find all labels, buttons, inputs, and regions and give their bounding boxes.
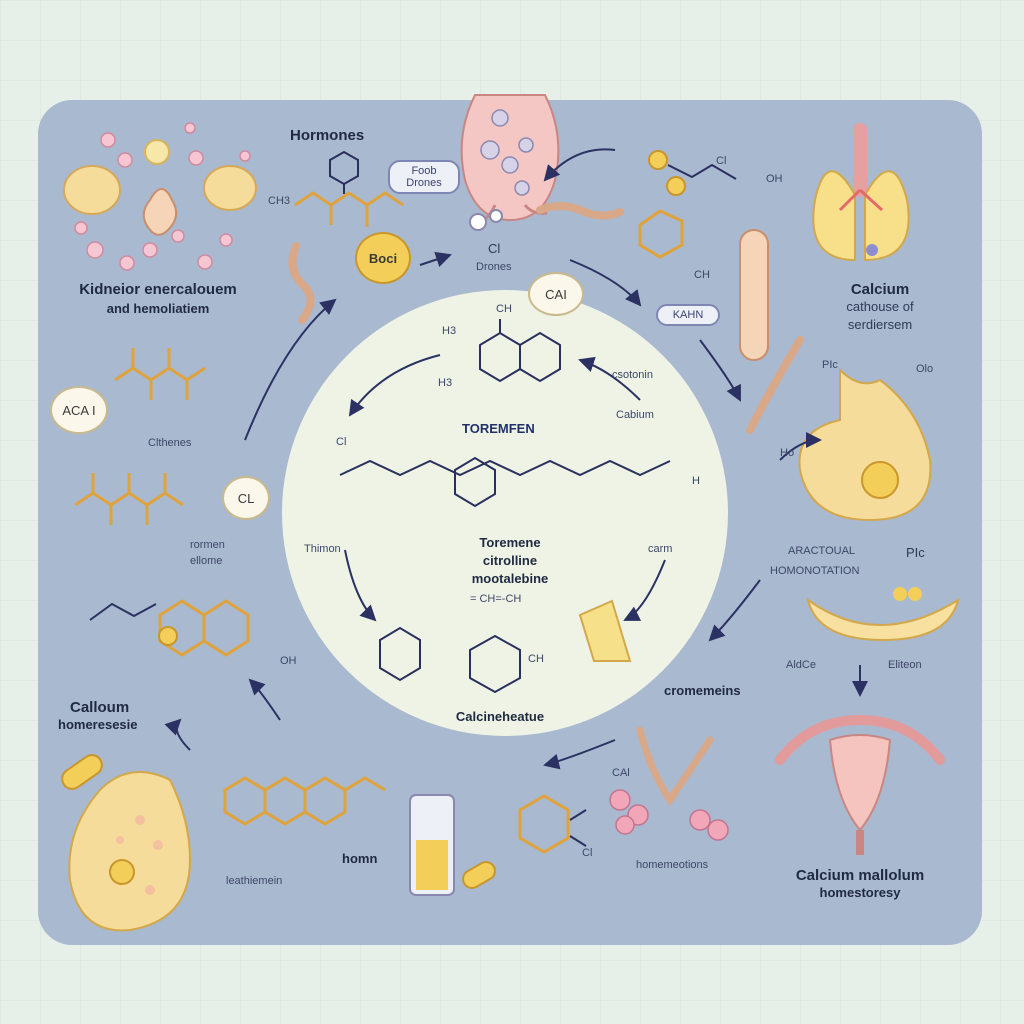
label-leathiemein: leathiemein [226, 875, 283, 887]
label-cromemeins: cromemeins [664, 683, 741, 698]
bone-fragment-bottom [636, 726, 714, 807]
bubble-line-2: Drones [406, 177, 442, 190]
label-aldce: AldCe [786, 659, 816, 671]
cell-bottom-left [61, 754, 192, 932]
label-oh-top: OH [766, 173, 783, 185]
center-ring-middle [454, 456, 496, 508]
cell-cluster-top-left [63, 122, 257, 271]
badge-cl-left-text: CL [237, 490, 255, 506]
badge-aca: ACA I [50, 386, 108, 434]
wedge-shape [578, 599, 632, 662]
label-clthemes: Clthenes [148, 437, 192, 449]
bone-vertical [739, 229, 769, 361]
label-chem-formula: = CH=-CH [470, 593, 522, 605]
label-oh-bottom: OH [280, 655, 297, 667]
label-cl-small-b: Cl [336, 436, 347, 448]
label-toremene-line1: Toremene [479, 535, 541, 550]
label-ch-right-chain: H [692, 475, 700, 487]
badge-cai-text: CAI [545, 286, 567, 302]
label-pic-small: PIc [822, 359, 838, 371]
badge-boci: Boci [355, 232, 411, 284]
label-pic-right: PIc [906, 545, 925, 560]
label-cal-bottom: CAl [612, 767, 630, 779]
label-cl-small: Cl [716, 155, 727, 167]
label-hormn: homn [342, 851, 378, 866]
label-kidney-line1: Kidneior enercalouem [79, 281, 237, 298]
badge-boci-text: Boci [368, 250, 398, 266]
speech-bubble-food: Foob Drones [388, 160, 460, 195]
label-hormones: Hormones [290, 127, 365, 144]
label-drones: Drones [476, 261, 512, 273]
bubble-kahn: KAHN [656, 304, 720, 327]
uterus-illustration [775, 714, 945, 855]
label-cstomin: csotonin [612, 369, 653, 381]
lungs-illustration [812, 123, 910, 262]
label-hormones-ch3: CH3 [268, 195, 291, 207]
gland-top-center [460, 94, 624, 231]
label-uterus-line1: Calcium mallolum [795, 867, 925, 884]
label-carm: carm [648, 543, 673, 555]
label-acactoual: ARACTOUAL [788, 545, 856, 557]
label-uterus-line2: homestoresy [819, 885, 901, 900]
label-ch-top-center: CH [496, 303, 512, 315]
molecule-left-lower [89, 599, 250, 657]
label-homonotation: HOMONOTATION [770, 565, 860, 577]
label-h3-top: H3 [442, 325, 457, 337]
label-po-small: Olo [916, 363, 934, 375]
organ-right [746, 336, 932, 522]
label-cl-frag: CH [694, 269, 710, 281]
badge-aca-text: ACA I [62, 402, 96, 418]
label-toremene-line3: mootalebine [471, 571, 549, 586]
label-toremifen: TOREMFEN [462, 421, 535, 436]
bubble-line-1: Foob [411, 165, 437, 177]
label-ho-small: Ho [780, 447, 795, 459]
center-ring-top [479, 319, 561, 383]
molecule-top-right [638, 150, 737, 259]
label-cabium: Cabium [616, 409, 654, 421]
label-eliome: ellome [190, 555, 223, 567]
cells-bottom-center-right [609, 789, 729, 841]
badge-cl-left: CL [222, 476, 270, 520]
center-ring-bottom [379, 626, 521, 694]
center-chain [339, 459, 671, 477]
label-calcineheatue: Calcineheatue [455, 709, 545, 724]
label-h3-mid: H3 [438, 377, 453, 389]
label-kidney-line2: and hemoliatiem [106, 301, 210, 316]
label-ch-bottom-ring: CH [528, 653, 544, 665]
hormone-structure-top [294, 150, 404, 227]
center-circle [282, 290, 728, 736]
molecule-left-middle [74, 473, 184, 525]
label-cl-top: Cl [488, 241, 501, 256]
label-lungs-line2: cathouse of [846, 299, 914, 314]
molecule-left-upper [114, 348, 206, 400]
label-eliteon: Eliteon [888, 659, 922, 671]
test-tube [409, 794, 496, 896]
badge-cai: CAI [528, 272, 584, 316]
bubble-kahn-text: KAHN [672, 309, 704, 321]
bone-fragment-left [288, 242, 315, 324]
label-lungs-line3: serdiersem [847, 317, 913, 332]
label-lungs-line1: Calcium [850, 281, 910, 298]
outer-cycle-arrows [164, 148, 868, 770]
label-calloum-line1: Calloum [70, 699, 130, 716]
label-thimon: Thimon [304, 543, 341, 555]
label-homemeotions: homemeotions [636, 859, 709, 871]
molecule-bottom-center [223, 776, 386, 826]
bowl-right [806, 587, 960, 642]
label-toremene-line2: citrolline [482, 553, 538, 568]
label-rormen: rormen [190, 539, 225, 551]
benzene-bottom [518, 794, 587, 854]
center-cycle-arrows [344, 354, 666, 622]
label-calloum-line2: homeresesie [58, 717, 138, 732]
label-cl-bottom-frag: Cl [582, 847, 593, 859]
